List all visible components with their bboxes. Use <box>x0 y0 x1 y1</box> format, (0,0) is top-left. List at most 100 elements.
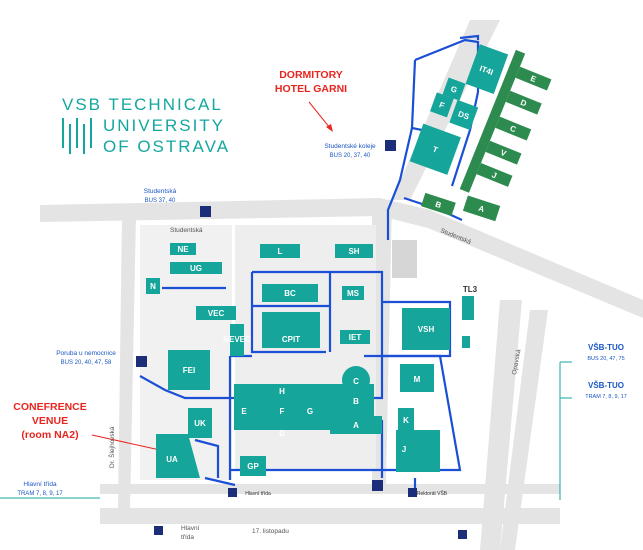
building-ua-label: UA <box>166 455 178 464</box>
stop-studentska-lines: BUS 37, 40 <box>145 198 176 204</box>
building-cpit <box>262 312 320 348</box>
dorm-j <box>476 163 513 187</box>
stop-hlavni-trida-name: Hlavní třída <box>23 481 57 488</box>
building-iet-label: IET <box>349 333 362 342</box>
dorm-a <box>462 195 501 222</box>
building-sh-label: SH <box>348 247 359 256</box>
logo-line3: OF OSTRAVA <box>103 137 230 156</box>
street-slejhovska: Dr. Šlejhovská <box>107 426 116 468</box>
dormitory-annotation: DORMITORY HOTEL GARNI <box>275 69 347 132</box>
venue-label-2: VENUE <box>32 415 68 427</box>
building-vsh <box>402 308 450 350</box>
building-f-label: F <box>438 100 446 110</box>
building-c-label: C <box>353 377 359 386</box>
building-t <box>409 123 461 175</box>
stop-poruba-name: Poruba u nemocnice <box>56 350 116 357</box>
dorm-v <box>485 140 522 165</box>
building-k <box>398 408 414 430</box>
building-f2-label: F <box>280 407 285 416</box>
building-j <box>396 430 440 472</box>
venue-label-3: (room NA2) <box>21 429 78 441</box>
dorm-spine <box>459 49 526 193</box>
legend-tram-name: VŠB-TUO <box>588 381 624 390</box>
dorm-c <box>495 116 532 141</box>
right-legend: VŠB-TUO BUS 20, 47, 75 VŠB-TUO TRAM 7, 8… <box>559 343 627 500</box>
building-ua <box>156 434 200 478</box>
dorm-c-label: C <box>509 124 518 135</box>
building-ne <box>170 243 196 255</box>
street-studentska-top: Studentská <box>170 227 203 234</box>
bus-stop-icon <box>385 140 396 151</box>
building-gp-label: GP <box>247 462 259 471</box>
building-bc-label: BC <box>284 289 296 298</box>
legend-tram-lines: TRAM 7, 8, 9, 17 <box>585 394 627 400</box>
stop-hlavni-trida-small: Hlavní třída <box>245 491 271 497</box>
street-hlavni-2: třída <box>181 534 194 541</box>
building-ug-label: UG <box>190 264 202 273</box>
legend-bus-name: VŠB-TUO <box>588 343 624 352</box>
street-listopadu: 17. listopadu <box>252 528 289 535</box>
building-t-label: T <box>431 145 439 155</box>
building-n <box>146 278 160 294</box>
building-a-label: A <box>353 421 359 430</box>
bus-stop-icon <box>136 356 147 367</box>
transit-stops: Studentské koleje BUS 20, 37, 40 Student… <box>0 140 467 539</box>
dorm-d-label: D <box>519 98 528 109</box>
building-nevec <box>230 324 244 356</box>
dorm-b <box>421 192 456 217</box>
street-hlavni: Hlavní <box>181 525 200 532</box>
dorm-j-label: J <box>491 170 499 180</box>
building-e-label: E <box>241 407 247 416</box>
building-c <box>342 366 370 394</box>
building-l <box>260 244 300 258</box>
building-it4i <box>465 44 509 94</box>
tram-stop-icon <box>228 488 237 497</box>
building-vec <box>196 306 236 320</box>
building-fei <box>168 350 210 390</box>
building-cpit-label: CPIT <box>282 335 300 344</box>
legend-bus-lines: BUS 20, 47, 75 <box>587 356 624 362</box>
building-d-label: D <box>279 429 285 438</box>
tram-stop-icon <box>458 530 467 539</box>
building-ug <box>170 262 222 274</box>
stop-studentske-koleje-lines: BUS 20, 37, 40 <box>330 153 371 159</box>
building-nevec-label: NEVEC <box>223 335 251 344</box>
building-k-label: K <box>403 416 409 425</box>
tram-stop-icon <box>408 488 417 497</box>
building-vsh-label: VSH <box>418 325 435 334</box>
building-j-label: J <box>402 445 406 454</box>
building-tl3-label: TL3 <box>463 285 478 294</box>
dorm-e <box>515 66 552 91</box>
building-e <box>234 384 254 424</box>
building-iet <box>340 330 370 344</box>
building-h-label: H <box>279 387 285 396</box>
building-uk-label: UK <box>194 419 206 428</box>
stop-studentska-name: Studentská <box>144 188 177 195</box>
stop-studentske-koleje-name: Studentské koleje <box>324 143 376 150</box>
dorm-e-label: E <box>529 74 538 85</box>
building-ms <box>342 286 364 300</box>
building-ds-label: DS <box>457 109 471 121</box>
building-uk <box>188 408 212 438</box>
building-gp <box>240 456 266 476</box>
bus-stop-icon <box>372 480 383 491</box>
tram-stop-icon <box>154 526 163 535</box>
dorm-b-label: B <box>434 200 442 210</box>
building-g2 <box>300 394 320 424</box>
building-h <box>262 384 302 398</box>
campus-buildings: NE UG N L SH BC MS VEC NEVEC FEI CPIT IE… <box>146 243 478 478</box>
building-a <box>330 416 382 434</box>
dorm-v-label: V <box>499 148 508 159</box>
building-ds <box>449 99 479 131</box>
stop-poruba-lines: BUS 20, 40, 47, 58 <box>61 360 112 366</box>
hotel-garni-label: HOTEL GARNI <box>275 83 347 95</box>
dormitory-label: DORMITORY <box>279 69 343 81</box>
building-tl3 <box>462 296 474 320</box>
building-l-label: L <box>278 247 283 256</box>
logo-line2: UNIVERSITY <box>103 116 225 135</box>
building-it4i-label: IT4I <box>478 64 494 77</box>
logo-line1: VSB TECHNICAL <box>62 95 223 114</box>
university-logo: VSB TECHNICAL UNIVERSITY OF OSTRAVA <box>62 95 230 156</box>
dormitory-buildings: IT4I G F DS T E D C V J B <box>409 44 552 222</box>
